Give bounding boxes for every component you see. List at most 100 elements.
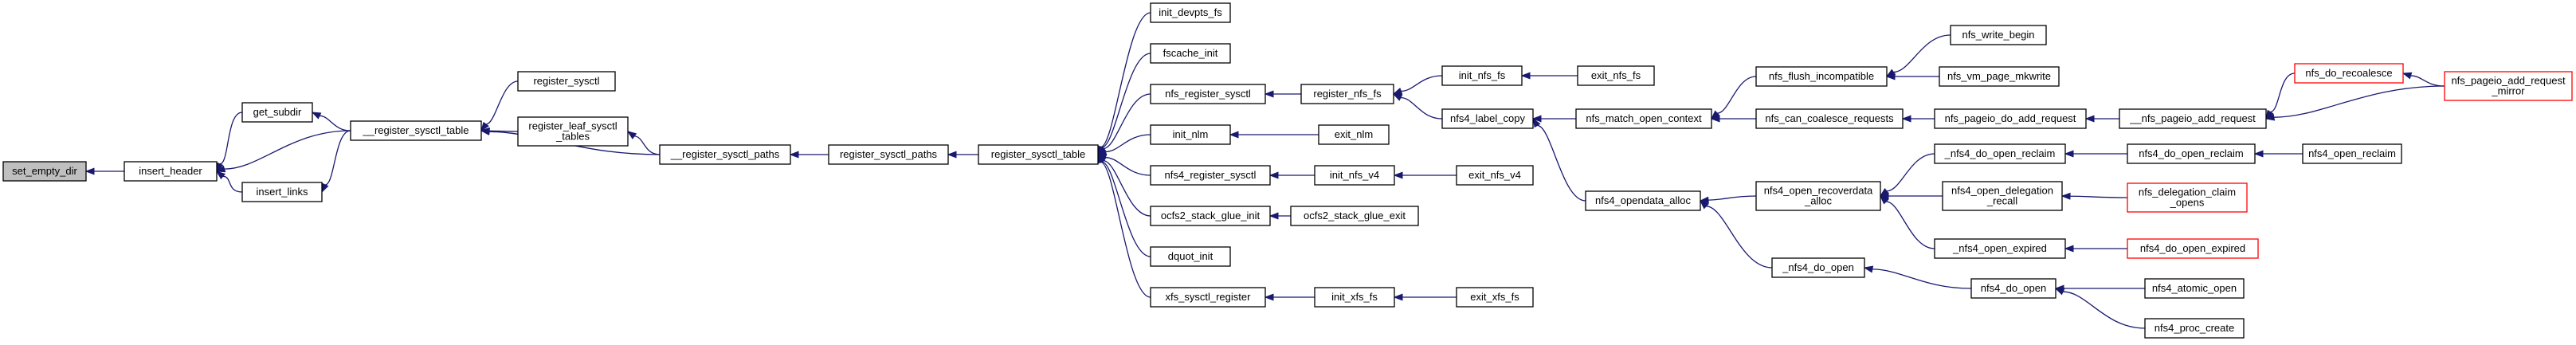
node-box xyxy=(659,144,791,165)
node-nfs4-label-copy[interactable]: nfs4_label_copy xyxy=(1441,108,1534,129)
node-register-sysctl-table[interactable]: __register_sysctl_table xyxy=(350,120,482,141)
node-register-nfs-fs[interactable]: register_nfs_fs xyxy=(1300,84,1394,104)
edge-init-nlm-to-register-sysctl-table xyxy=(1105,134,1151,153)
node-box xyxy=(1771,257,1865,278)
node-label: nfs4_label_copy xyxy=(1450,112,1525,124)
arrowhead-icon xyxy=(84,167,95,175)
node-nfs-pageio-do-add-request[interactable]: nfs_pageio_do_add_request xyxy=(1934,108,2087,129)
node-init-xfs-fs[interactable]: init_xfs_fs xyxy=(1314,287,1395,308)
node-nfs4-do-open-expired[interactable]: nfs4_do_open_expired xyxy=(2127,238,2259,259)
edge-nfs4-open-recoverdata-alloc-to-nfs4-opendata-alloc xyxy=(1708,195,1757,201)
node-nfs-do-recoalesce[interactable]: nfs_do_recoalesce xyxy=(2294,63,2404,84)
arrowhead-icon xyxy=(1268,171,1279,179)
node-label: nfs4_opendata_alloc xyxy=(1595,194,1691,206)
node-box xyxy=(1939,66,2060,87)
node-nfs4-atomic-open[interactable]: nfs4_atomic_open xyxy=(2144,278,2245,299)
node-label: init_nfs_v4 xyxy=(1330,169,1379,181)
node-box xyxy=(1575,108,1712,129)
node-box xyxy=(1150,287,1266,308)
node-xfs-sysctl-register[interactable]: xfs_sysctl_register xyxy=(1150,287,1266,308)
node-box xyxy=(2119,108,2267,129)
edge-init-nfs-fs-to-register-nfs-fs xyxy=(1401,75,1443,92)
arrowhead-icon xyxy=(1699,200,1709,210)
node-label: nfs4_atomic_open xyxy=(2152,282,2237,294)
node-box xyxy=(1755,66,1888,87)
node-nfs4-register-sysctl[interactable]: nfs4_register_sysctl xyxy=(1150,165,1271,186)
node-nfs-can-coalesce-requests[interactable]: nfs_can_coalesce_requests xyxy=(1755,108,1904,129)
node-label: nfs_write_begin xyxy=(1962,29,2034,41)
node-init-nfs-fs[interactable]: init_nfs_fs xyxy=(1441,65,1523,86)
node-register-sysctl-table[interactable]: register_sysctl_table xyxy=(978,144,1099,165)
node-box xyxy=(1150,165,1271,186)
arrowhead-icon xyxy=(1392,88,1403,95)
node-box xyxy=(1755,108,1904,129)
node-set-empty-dir[interactable]: set_empty_dir xyxy=(2,161,87,182)
node-nfs4-do-open-reclaim[interactable]: _nfs4_do_open_reclaim xyxy=(1934,143,2066,164)
node-dquot-init[interactable]: dquot_init xyxy=(1150,246,1231,267)
edge-nfs-write-begin-to-nfs-flush-incompatible xyxy=(1893,34,1951,73)
node-label: nfs4_do_open_reclaim xyxy=(2139,147,2244,159)
node-box xyxy=(1441,65,1523,86)
node-nfs4-do-open[interactable]: _nfs4_do_open xyxy=(1771,257,1865,278)
node-get-subdir[interactable]: get_subdir xyxy=(241,102,313,123)
node-nfs4-do-open-reclaim[interactable]: nfs4_do_open_reclaim xyxy=(2127,143,2256,164)
node-label: init_devpts_fs xyxy=(1159,6,1222,18)
node-label: nfs4_open_reclaim xyxy=(2308,147,2396,159)
node-nfs4-open-recoverdata-alloc[interactable]: nfs4_open_recoverdata_alloc xyxy=(1755,181,1881,211)
node-nfs-register-sysctl[interactable]: nfs_register_sysctl xyxy=(1150,84,1266,104)
edge-init-devpts-fs-to-register-sysctl-table xyxy=(1100,12,1151,148)
node-nfs-flush-incompatible[interactable]: nfs_flush_incompatible xyxy=(1755,66,1888,87)
node-nfs-pageio-add-request[interactable]: __nfs_pageio_add_request xyxy=(2119,108,2267,129)
node-box xyxy=(1314,165,1395,186)
node-exit-nlm[interactable]: exit_nlm xyxy=(1318,124,1390,145)
node-insert-header[interactable]: insert_header xyxy=(124,161,218,182)
arrowhead-icon xyxy=(1264,90,1274,98)
node-insert-links[interactable]: insert_links xyxy=(241,182,323,202)
node-nfs4-opendata-alloc[interactable]: nfs4_opendata_alloc xyxy=(1585,190,1701,211)
edge-nfs4-register-sysctl-to-register-sysctl-table xyxy=(1105,157,1151,176)
node-label: _nfs4_do_open xyxy=(1782,261,1854,273)
node-label: ocfs2_stack_glue_init xyxy=(1161,210,1261,222)
node-nfs-match-open-context[interactable]: nfs_match_open_context xyxy=(1575,108,1712,129)
edge-register-sysctl-to-register-sysctl-table xyxy=(485,80,519,125)
node-nfs-pageio-add-request-mirror[interactable]: nfs_pageio_add_request_mirror xyxy=(2444,71,2573,101)
node-exit-nfs-v4[interactable]: exit_nfs_v4 xyxy=(1456,165,1534,186)
node-box xyxy=(828,144,949,165)
arrowhead-icon xyxy=(1699,196,1709,204)
node-register-leaf-sysctl-tables[interactable]: register_leaf_sysctl_tables xyxy=(517,116,629,147)
node-register-sysctl-paths[interactable]: register_sysctl_paths xyxy=(828,144,949,165)
node-init-nlm[interactable]: init_nlm xyxy=(1150,124,1231,145)
node-box xyxy=(1456,165,1534,186)
node-box xyxy=(1290,206,1419,226)
node-nfs-vm-page-mkwrite[interactable]: nfs_vm_page_mkwrite xyxy=(1939,66,2060,87)
arrowhead-icon xyxy=(1264,293,1274,301)
node-nfs-write-begin[interactable]: nfs_write_begin xyxy=(1950,25,2047,45)
node-box xyxy=(2444,71,2573,101)
node-label: nfs_vm_page_mkwrite xyxy=(1947,70,2051,82)
node-nfs4-open-reclaim[interactable]: nfs4_open_reclaim xyxy=(2302,143,2402,164)
node-label: exit_nfs_v4 xyxy=(1468,169,1521,181)
node-register-sysctl-paths[interactable]: __register_sysctl_paths xyxy=(659,144,791,165)
node-fscache-init[interactable]: fscache_init xyxy=(1150,43,1231,64)
node-nfs4-open-expired[interactable]: _nfs4_open_expired xyxy=(1934,238,2066,259)
edge-nfs4-proc-create-to-nfs4-do-open xyxy=(2063,291,2146,329)
edge-xfs-sysctl-register-to-register-sysctl-table xyxy=(1100,161,1151,298)
node-nfs4-proc-create[interactable]: nfs4_proc_create xyxy=(2144,318,2245,339)
edge-nfs-delegation-claim-opens-to-nfs4-open-delegation-recall xyxy=(2069,195,2128,198)
node-init-devpts-fs[interactable]: init_devpts_fs xyxy=(1150,2,1231,23)
node-box xyxy=(1150,206,1271,226)
node-box xyxy=(1942,181,2063,211)
node-exit-xfs-fs[interactable]: exit_xfs_fs xyxy=(1456,287,1534,308)
node-exit-nfs-fs[interactable]: exit_nfs_fs xyxy=(1577,65,1655,86)
node-ocfs2-stack-glue-init[interactable]: ocfs2_stack_glue_init xyxy=(1150,206,1271,226)
node-nfs-delegation-claim-opens[interactable]: nfs_delegation_claim_opens xyxy=(2127,182,2248,213)
node-ocfs2-stack-glue-exit[interactable]: ocfs2_stack_glue_exit xyxy=(1290,206,1419,226)
arrowhead-icon xyxy=(626,131,637,139)
node-init-nfs-v4[interactable]: init_nfs_v4 xyxy=(1314,165,1395,186)
node-nfs4-do-open[interactable]: nfs4_do_open xyxy=(1970,278,2056,299)
edge-register-sysctl-table-to-get-subdir xyxy=(319,115,351,131)
node-nfs4-open-delegation-recall[interactable]: nfs4_open_delegation_recall xyxy=(1942,181,2063,211)
node-register-sysctl[interactable]: register_sysctl xyxy=(517,71,616,92)
node-label: __register_sysctl_table xyxy=(363,124,469,136)
node-label: nfs4_do_open xyxy=(1981,282,2046,294)
